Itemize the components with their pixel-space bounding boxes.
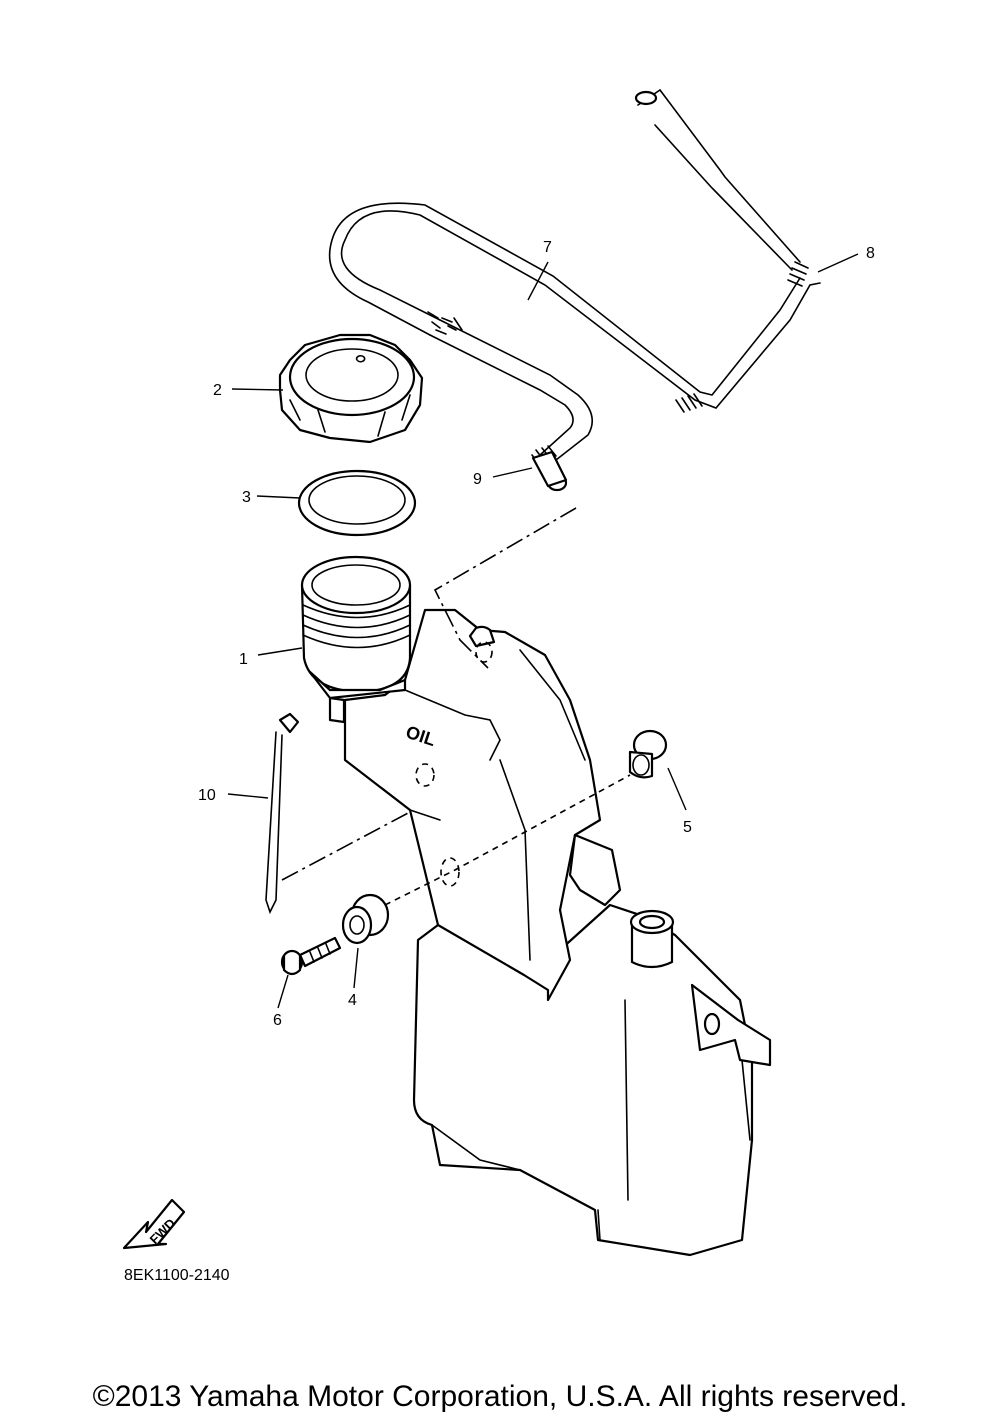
fwd-arrow-icon: FWD (122, 1198, 186, 1250)
hose-clamp-rings (427, 261, 809, 466)
callout-3: 3 (242, 489, 251, 506)
o-ring (297, 469, 417, 537)
callout-8: 8 (866, 245, 875, 262)
oil-tank-cap (278, 333, 424, 444)
callout-9: 9 (473, 471, 482, 488)
grommet-4 (341, 893, 390, 945)
part-code: 8EK1100-2140 (124, 1267, 230, 1284)
oil-tank: OIL (300, 555, 772, 1257)
callout-6: 6 (273, 1012, 282, 1029)
callout-4: 4 (348, 992, 357, 1009)
breather-hoses (328, 88, 821, 492)
bolt-6 (280, 936, 342, 976)
callout-2: 2 (213, 382, 222, 399)
assembly-lines (281, 507, 631, 906)
copyright-notice: ©2013 Yamaha Motor Corporation, U.S.A. A… (92, 1380, 908, 1413)
grommet-5 (628, 729, 668, 779)
callout-5: 5 (683, 819, 692, 836)
callout-7: 7 (543, 239, 552, 256)
callout-1: 1 (239, 651, 248, 668)
leader-lines (227, 253, 859, 1009)
callout-10: 10 (198, 787, 216, 804)
cable-tie-10 (265, 712, 300, 915)
